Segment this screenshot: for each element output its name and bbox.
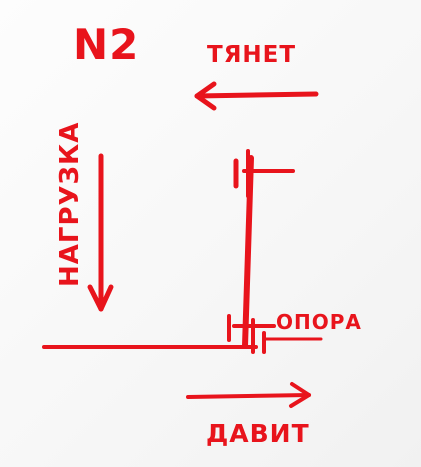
beam-structure [42,149,323,354]
push-label: ДАВИТ [206,419,310,448]
load-arrow-head [87,284,114,312]
support-label: ОПОРА [276,310,362,334]
push-arrow [186,382,311,408]
pull-arrow-head [194,81,217,111]
load-arrow [87,153,114,312]
load-label: НАГРУЗКА [55,122,85,287]
diagram-number-label: N2 [73,20,139,69]
push-arrow-head [289,382,311,408]
pull-arrow-shaft [194,91,319,99]
pull-arrow [194,81,319,111]
push-arrow-shaft [186,393,311,399]
pull-label: ТЯНЕТ [207,42,296,68]
